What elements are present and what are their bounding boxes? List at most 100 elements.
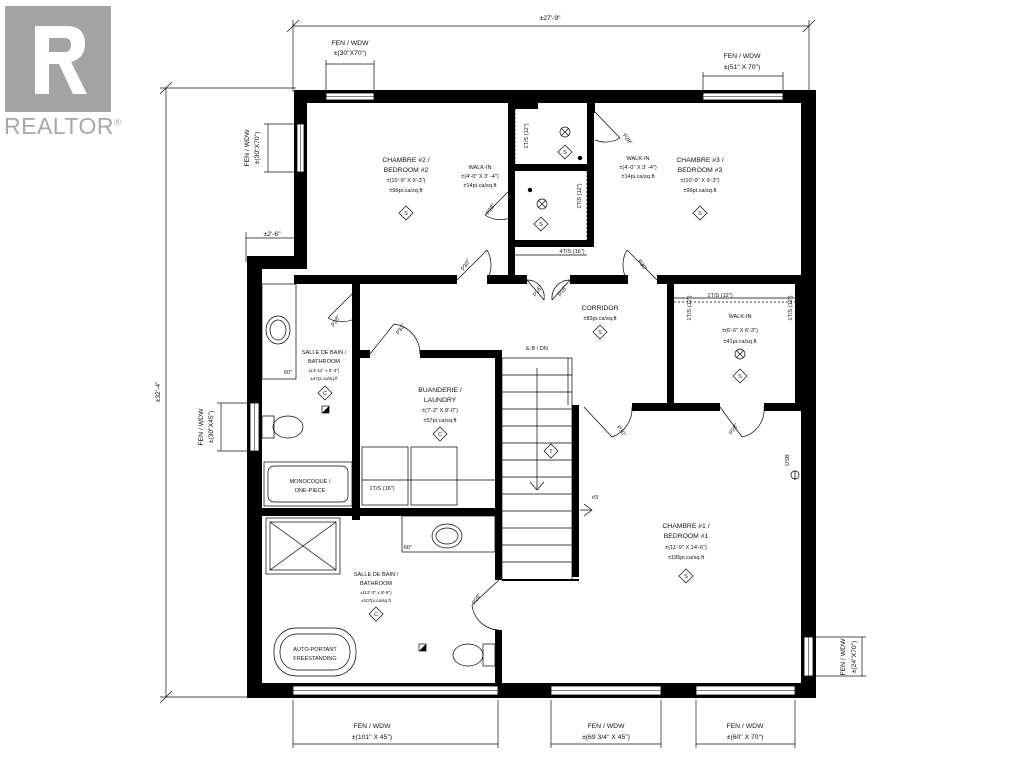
realtor-logo-icon xyxy=(5,6,111,112)
bedroom2-dims: ±(10'-9" X 9'-3") xyxy=(386,178,425,184)
dimension-lines xyxy=(159,19,866,748)
bathroom-small-title: SALLE DE BAIN / xyxy=(302,350,347,356)
doors xyxy=(327,111,765,631)
bedroom2-area: ±99pi.ca/sq.ft xyxy=(389,188,423,194)
shelf-label-d: 1T/S (12") xyxy=(687,295,693,320)
window-left-middle-size: ±(30"X45") xyxy=(208,411,215,444)
bathroom-main-subtitle: BATHROOM xyxy=(360,581,392,587)
symbol-c-laundry: C xyxy=(438,432,442,438)
light-fixture-icon xyxy=(536,126,746,360)
stairs-label: E.B / DN xyxy=(526,346,548,352)
window-right-lower-size: ±(24"X70") xyxy=(851,641,858,674)
window-bottom-middle-size: ±(69 3/4" X 45") xyxy=(582,734,630,741)
shelf-label-laundry: 1T/S (16") xyxy=(369,486,394,492)
window-top-right-label: FEN / WDW xyxy=(724,53,762,60)
bathroom-small-area: ±47pi.ca/sq.ft xyxy=(310,376,338,381)
bathroom-main-area: ±107pi.ca/sq.ft xyxy=(361,598,392,603)
window-openings xyxy=(249,92,814,696)
symbol-t-stairs: T xyxy=(549,449,553,455)
overall-height-label: ±32'-4" xyxy=(155,381,162,403)
bathroom-small-subtitle: BATHROOM xyxy=(308,359,340,365)
offset-label: ±2'-6" xyxy=(263,231,281,238)
corridor-area: ±83pi.ca/sq.ft xyxy=(583,316,617,322)
bedroom3-area: ±99pi.ca/sq.ft xyxy=(683,188,717,194)
bedroom1-area: ±195pi.ca/sq.ft xyxy=(668,555,705,561)
shelf-label-a: 1T/S (12") xyxy=(524,123,530,148)
door-label-1: P30" xyxy=(460,259,472,272)
bedroom1-subtitle: BEDROOM #1 xyxy=(664,533,709,540)
stairs xyxy=(501,357,593,581)
usb-label: USB xyxy=(785,454,791,466)
bedroom3-dims: ±(10'-9" X 9'-3") xyxy=(680,178,719,184)
symbol-c-bathroom-main: C xyxy=(374,612,378,618)
door-label-6: P28" xyxy=(621,133,633,146)
walkin-left-area: ±14pi.ca/sq.ft xyxy=(463,183,497,189)
window-bottom-middle-label: FEN / WDW xyxy=(588,723,626,730)
door-label-10: P28" xyxy=(728,423,740,436)
labels: ±27'-9" ±32'-4" ±2'-6" FEN / WDW ±(30"X7… xyxy=(155,15,858,741)
door-label-9: P30" xyxy=(615,425,627,438)
fixtures xyxy=(261,109,800,677)
window-left-upper-size: ±(30"X70") xyxy=(254,132,261,165)
walkin-right-title: WALK-IN xyxy=(626,156,649,162)
realtor-wordmark: REALTOR® xyxy=(4,113,122,140)
window-bottom-right-label: FEN / WDW xyxy=(727,723,765,730)
shelf-label-e: 1T/S (12") xyxy=(788,295,794,320)
symbol-s-bedroom1: S xyxy=(684,574,688,580)
laundry-dims: ±(7'-2" X 8'-0") xyxy=(422,408,458,414)
window-left-middle-label: FEN / WDW xyxy=(198,408,205,446)
symbol-s-bedroom2: S xyxy=(404,211,408,217)
laundry-subtitle: LAUNDRY xyxy=(424,397,457,404)
shelf-label-b: 1T/S (12") xyxy=(577,183,583,208)
bedroom3-title: CHAMBRE #3 / xyxy=(676,157,723,164)
walkin-left-title: WALK-IN xyxy=(468,165,491,171)
walkin-left-dims: ±(4'-0" X 3' -4") xyxy=(461,174,499,180)
window-left-upper-label: FEN / WDW xyxy=(244,129,251,167)
door-label-2: P30" xyxy=(636,259,648,272)
symbol-markers xyxy=(317,144,748,622)
tub-label-line1: MONOCOQUE / xyxy=(289,479,330,485)
window-glazing xyxy=(254,96,809,691)
smoke-detector-icon xyxy=(321,155,583,652)
window-bottom-left-label: FEN / WDW xyxy=(354,723,392,730)
shelf-label-linen: 4T/S (16") xyxy=(559,249,584,255)
counter-label-main: 60" xyxy=(404,545,412,551)
bathroom-small-dims: ±(4'-11" x 9'-3") xyxy=(309,368,340,373)
window-bottom-right-size: ±(60" X 70") xyxy=(727,734,764,741)
walls xyxy=(247,90,816,698)
walkin-bedroom1-title: WALK-IN xyxy=(728,314,751,320)
realtor-mark: ® xyxy=(114,117,122,129)
window-right-lower-label: FEN / WDW xyxy=(840,638,847,676)
door-label-7: P28" xyxy=(330,315,342,328)
marker-3-label: #3 xyxy=(592,495,598,501)
door-label-3: P16" xyxy=(532,285,544,298)
tub-label-line2: ONE-PIECE xyxy=(295,488,326,494)
symbol-s-walkin-right: S xyxy=(563,150,567,156)
bedroom1-title: CHAMBRE #1 / xyxy=(662,523,709,530)
window-top-right-size: ±(51" X 70") xyxy=(724,64,761,71)
symbol-s-corridor: S xyxy=(598,330,602,336)
walkin-right-area: ±14pi.ca/sq.ft xyxy=(621,174,655,180)
bedroom3-subtitle: BEDROOM #3 xyxy=(678,167,723,174)
walkin-right-dims: ±(4'-0" X 3' -4") xyxy=(619,165,657,171)
door-label-5: P28" xyxy=(485,203,497,216)
laundry-title: BUANDERIE / xyxy=(418,387,462,394)
laundry-area: ±57pi.ca/sq.ft xyxy=(423,418,457,424)
bathroom-main-dims: ±(12'-3" x 8'-6") xyxy=(360,590,392,595)
bathroom-main-title: SALLE DE BAIN / xyxy=(354,572,399,578)
window-bottom-left-size: ±(101" X 45") xyxy=(352,734,392,741)
door-label-8: P32" xyxy=(395,323,407,336)
symbol-s-walkin-bedroom1: S xyxy=(738,374,742,380)
bedroom1-dims: ±(11'-9" X 14'-6") xyxy=(665,545,707,551)
window-top-left-size: ±(30"X70") xyxy=(334,50,367,57)
shelf-label-c: 1T/S (12") xyxy=(707,293,732,299)
overall-width-label: ±27'-9" xyxy=(539,15,561,22)
realtor-name: REALTOR xyxy=(4,113,115,139)
counter-label-small: 60" xyxy=(284,370,292,376)
walkin-bedroom1-area: ±41pi.ca/sq.ft xyxy=(723,339,757,345)
freestanding-label-line2: FREESTANDING xyxy=(293,656,336,662)
symbol-s-bedroom3: S xyxy=(698,211,702,217)
freestanding-label-line1: AUTO-PORTANT xyxy=(293,647,337,653)
door-label-11: P28" xyxy=(471,593,483,606)
